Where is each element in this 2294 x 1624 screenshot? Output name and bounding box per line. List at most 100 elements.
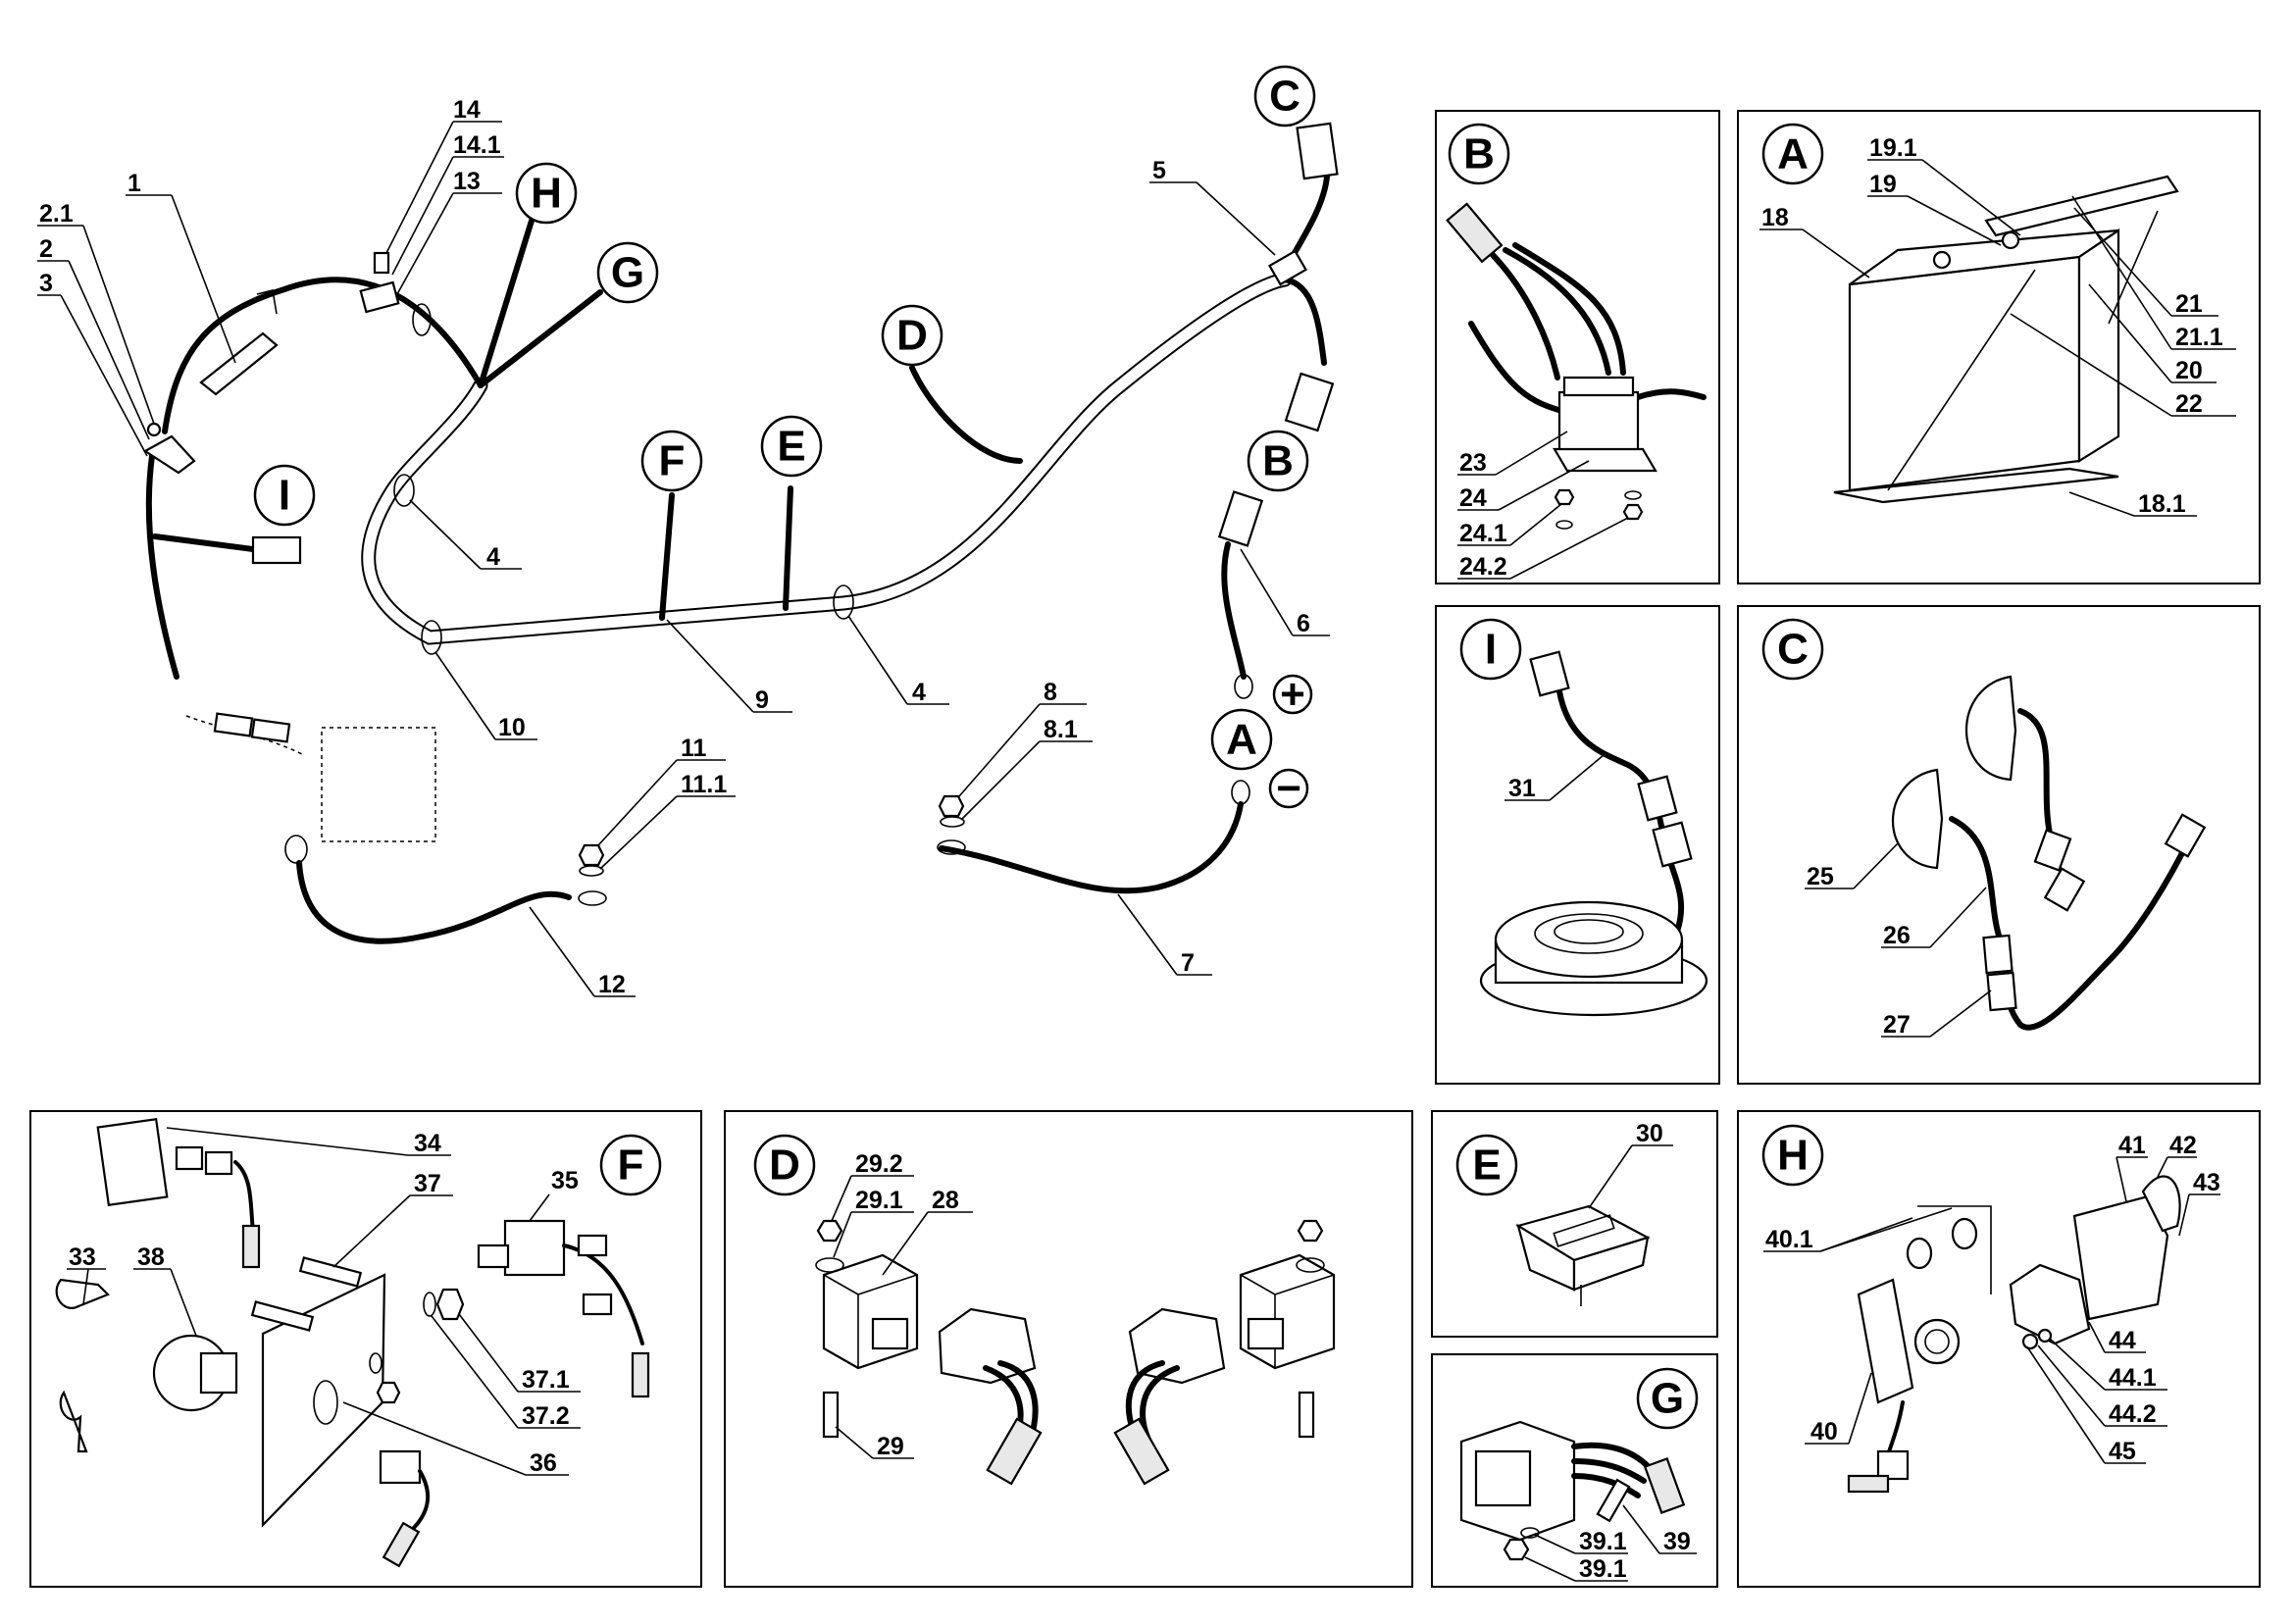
callout-11: 11 bbox=[681, 735, 707, 762]
callout-44: 44 bbox=[2109, 1327, 2136, 1354]
callout-2: 2 bbox=[39, 235, 53, 263]
connector-31c bbox=[1652, 821, 1693, 868]
callout-24: 24 bbox=[1459, 484, 1487, 512]
dash-connector-2 bbox=[250, 718, 291, 743]
bolt-14 bbox=[373, 251, 390, 275]
callout-12: 12 bbox=[598, 971, 626, 998]
washer-40-1b bbox=[1951, 1217, 1978, 1250]
panel-b-frame bbox=[1435, 110, 1720, 584]
bracket-42 bbox=[2072, 1194, 2169, 1321]
panel-h-frame bbox=[1737, 1110, 2261, 1588]
washer-29-1 bbox=[815, 1257, 844, 1273]
loom-d-left bbox=[986, 1417, 1043, 1486]
key-33a bbox=[55, 1278, 110, 1309]
panel-g-frame bbox=[1431, 1353, 1718, 1588]
ground-cable-12 bbox=[296, 860, 572, 944]
panel-b-content: B 23 24 24.1 24.2 bbox=[1446, 123, 1707, 581]
callout-44-2: 44.2 bbox=[2109, 1400, 2157, 1428]
callout-42: 42 bbox=[2169, 1132, 2197, 1159]
panel-c-label: C bbox=[1777, 626, 1809, 674]
solenoid-base bbox=[1553, 447, 1657, 473]
washer-40-1a bbox=[1906, 1237, 1933, 1270]
battery-18 bbox=[1848, 255, 2081, 492]
callout-37: 37 bbox=[414, 1170, 441, 1197]
loom-d-right bbox=[1113, 1417, 1170, 1486]
bolt-37b bbox=[250, 1300, 315, 1332]
callout-34: 34 bbox=[414, 1130, 441, 1157]
callout-2-1: 2.1 bbox=[39, 200, 74, 228]
nut-24-1 bbox=[1554, 488, 1575, 506]
pto-clutch-pulley bbox=[1494, 900, 1684, 979]
main-letter-markers: C H G D F E I B A bbox=[253, 65, 1316, 771]
letter-i: I bbox=[279, 472, 290, 520]
callout-25: 25 bbox=[1807, 863, 1834, 890]
nut-29-2 bbox=[816, 1219, 843, 1243]
callout-36: 36 bbox=[530, 1449, 557, 1477]
callout-29-1: 29.1 bbox=[855, 1187, 903, 1214]
callout-33: 33 bbox=[69, 1243, 96, 1271]
connector-31a bbox=[1529, 650, 1570, 697]
letter-f: F bbox=[659, 437, 686, 485]
plus-symbol: + bbox=[1280, 671, 1305, 719]
panel-a-label: A bbox=[1777, 130, 1809, 178]
cable-tie-4b bbox=[833, 584, 854, 620]
callout-27: 27 bbox=[1883, 1011, 1911, 1039]
panel-h-label: H bbox=[1777, 1132, 1809, 1180]
callout-4b: 4 bbox=[912, 679, 926, 706]
panel-a-content: A 19.1 19 18 21 21.1 20 22 18.1 bbox=[1759, 123, 2236, 518]
callout-43: 43 bbox=[2193, 1169, 2220, 1196]
bolt-37a bbox=[298, 1256, 363, 1288]
letter-c: C bbox=[1269, 73, 1300, 121]
panel-c-content: C 25 26 27 bbox=[1761, 618, 2207, 1039]
ground-clamp bbox=[142, 434, 196, 475]
bracket-44 bbox=[2009, 1263, 2091, 1345]
callout-18: 18 bbox=[1761, 204, 1789, 231]
bolt-29 bbox=[822, 1391, 840, 1439]
panel-i-frame bbox=[1435, 605, 1720, 1085]
cable-tie-4a bbox=[393, 474, 415, 507]
letter-d: D bbox=[896, 312, 928, 360]
switch-35 bbox=[503, 1219, 566, 1277]
callout-28: 28 bbox=[932, 1187, 959, 1214]
washer-37-2 bbox=[423, 1292, 436, 1317]
minus-symbol-circle bbox=[1268, 768, 1309, 809]
callout-7: 7 bbox=[1181, 949, 1195, 977]
callout-1: 1 bbox=[127, 170, 141, 197]
callout-37-1: 37.1 bbox=[522, 1366, 570, 1394]
panel-e-label: E bbox=[1472, 1142, 1501, 1190]
nut-39-1 bbox=[1503, 1538, 1530, 1561]
panel-e-content: E 30 bbox=[1455, 1120, 1673, 1306]
terminal-19 bbox=[1932, 250, 1952, 270]
callout-19: 19 bbox=[1869, 171, 1897, 198]
callout-6: 6 bbox=[1297, 610, 1310, 637]
callout-26: 26 bbox=[1883, 922, 1911, 949]
bracket-1 bbox=[199, 331, 279, 396]
letter-b: B bbox=[1262, 437, 1294, 485]
panel-d-label: D bbox=[769, 1142, 800, 1190]
main-callouts: 14 14.1 13 1 2.1 2 3 5 4 10 9 4 6 8 8.1 … bbox=[37, 96, 1330, 998]
solenoid-23 bbox=[1557, 390, 1640, 453]
minus-symbol: − bbox=[1276, 765, 1301, 813]
callout-24-2: 24.2 bbox=[1459, 553, 1507, 581]
nut-24-2 bbox=[1622, 503, 1644, 521]
ground-cable-7 bbox=[939, 801, 1244, 894]
connector-27 bbox=[1982, 934, 2014, 975]
panel-g-label: G bbox=[1651, 1375, 1684, 1423]
battery-cable-6 bbox=[1221, 541, 1247, 680]
panel-b-label: B bbox=[1463, 130, 1495, 178]
headlight-25b bbox=[1892, 768, 1944, 870]
nut-45 bbox=[2021, 1333, 2039, 1350]
battery-tray-18-1 bbox=[1833, 467, 2119, 504]
connector-i-plug bbox=[251, 535, 302, 565]
callout-38: 38 bbox=[137, 1243, 165, 1271]
clip-13 bbox=[359, 280, 400, 314]
wire-loom-b bbox=[1446, 202, 1504, 264]
bolt-39 bbox=[1596, 1478, 1631, 1523]
callout-29: 29 bbox=[877, 1433, 904, 1460]
connector-31b bbox=[1637, 775, 1678, 822]
connector-b-plug bbox=[1284, 372, 1335, 432]
key-33b bbox=[59, 1390, 88, 1453]
callout-39-1b: 39.1 bbox=[1579, 1555, 1627, 1583]
callout-10: 10 bbox=[498, 714, 526, 741]
panel-i-content: I 31 bbox=[1459, 618, 1708, 1017]
